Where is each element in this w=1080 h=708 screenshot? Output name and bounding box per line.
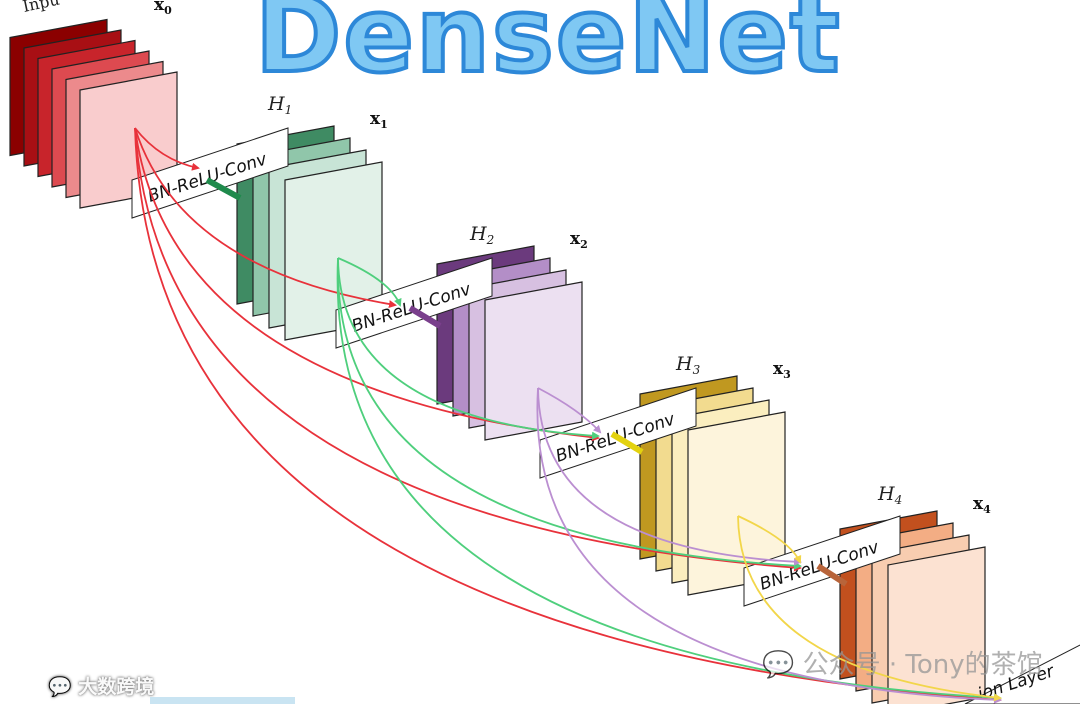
- layer-h-label: H2: [469, 223, 494, 247]
- feature-map-x1: x1: [236, 109, 388, 341]
- block-label-x0: x0: [154, 0, 172, 17]
- dense-connection-purple-10: [537, 387, 802, 566]
- watermark-left: 💬 大数跨境: [48, 672, 154, 699]
- block-label-sub: 0: [164, 4, 172, 17]
- layer-box: [539, 387, 697, 479]
- dense-connection-red-3: [134, 127, 802, 572]
- block-label-x2: x2: [570, 229, 588, 251]
- layer-box: [335, 257, 493, 349]
- dense-connection-yellow-13: [737, 515, 1002, 702]
- title: DenseNet: [253, 0, 842, 98]
- watermark-right: 💬 公众号 · Tony的茶馆: [762, 644, 1043, 681]
- dense-connection-red-0: [134, 127, 200, 171]
- watermark-left-text: 大数跨境: [78, 676, 155, 698]
- layer-h-label: H3: [675, 353, 701, 377]
- bottom-strip: [150, 697, 295, 704]
- layer-box: [743, 515, 901, 607]
- block-label-sub: 1: [380, 118, 388, 131]
- dense-connection-purple-9: [537, 387, 602, 434]
- dense-connection-green-7: [337, 257, 802, 570]
- layer-connector: [816, 563, 848, 587]
- input-label: Inpu: [21, 0, 61, 16]
- block-label-sub: 3: [783, 368, 791, 381]
- watermark-logo-icon: 💬: [48, 676, 79, 698]
- feature-map-x2: x2: [436, 229, 588, 441]
- layer-h-sub: 1: [285, 103, 293, 117]
- layer-connector: [205, 177, 242, 201]
- layer-h-label: H4: [877, 483, 902, 507]
- dense-connection-yellow-12: [737, 515, 802, 564]
- dense-connection-green-5: [337, 257, 402, 307]
- layer-h-sub: 2: [486, 233, 495, 247]
- dense-connection-purple-11: [536, 387, 1002, 704]
- connections-group: [134, 127, 1002, 704]
- layer-h-label: H1: [267, 93, 292, 117]
- block-label-sub: 4: [983, 503, 991, 516]
- layer-h-sub: 3: [693, 363, 701, 377]
- layer-connector: [610, 431, 644, 455]
- dense-connection-green-6: [337, 257, 600, 440]
- watermark-right-text: 公众号 · Tony的茶馆: [802, 650, 1043, 680]
- dense-connection-red-4: [134, 127, 1002, 704]
- feature-sheet: [484, 281, 583, 441]
- blocks-group: x0 x1 x2 x3 x4 Inpu: [9, 0, 991, 708]
- dense-connection-red-2: [134, 127, 600, 442]
- wechat-icon: 💬: [762, 650, 803, 680]
- layer-connector: [408, 305, 442, 329]
- block-label-x1: x1: [370, 109, 388, 131]
- layer-h-sub: 4: [894, 493, 903, 507]
- block-label-x4: x4: [973, 494, 991, 516]
- block-label-x3: x3: [773, 359, 791, 381]
- block-label-sub: 2: [580, 238, 588, 251]
- feature-map-x4: x4: [839, 494, 991, 708]
